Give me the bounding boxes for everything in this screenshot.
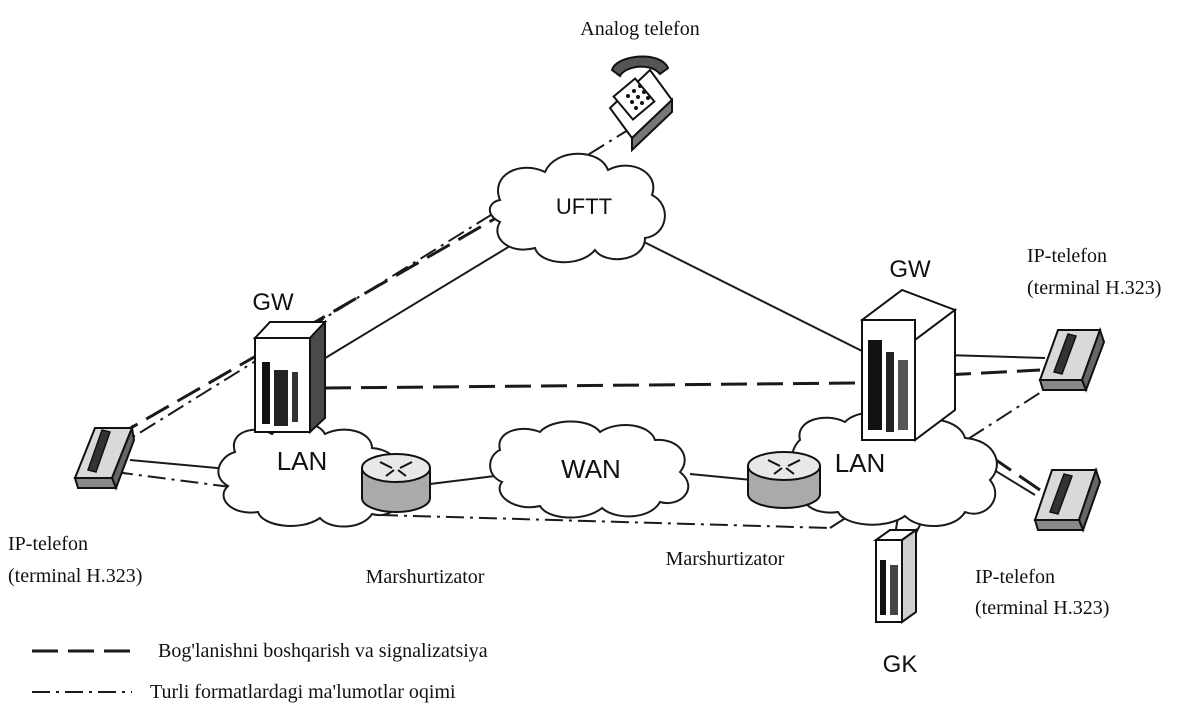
gateway-left-icon [252,319,328,435]
wan-cloud: WAN [489,420,690,519]
legend-dashdot-label: Turli formatlardagi ma'lumotlar oqimi [150,681,456,703]
lan-left-label: LAN [277,446,328,476]
ip-phone-right-bottom-label-2: (terminal H.323) [975,597,1109,619]
legend-dashed-label: Bog'lanishni boshqarish va signalizatsiy… [158,640,488,662]
ip-phone-right-top-icon [1038,326,1106,393]
wan-label: WAN [561,454,621,484]
analog-phone-label: Analog telefon [580,18,699,40]
ip-phone-left-icon [73,424,136,491]
ip-phone-right-bottom-label-1: IP-telefon [975,566,1055,588]
gatekeeper-icon [872,528,920,624]
ip-phone-left-label-1: IP-telefon [8,533,88,555]
analog-phone-icon [608,55,674,153]
ip-phone-right-top-label-1: IP-telefon [1027,245,1107,267]
ip-phone-left-label-2: (terminal H.323) [8,565,142,587]
uftt-cloud: UFTT [488,152,666,264]
gatekeeper-label: GK [883,651,918,678]
ip-phone-right-bottom-icon [1033,466,1102,533]
gateway-left-label: GW [252,289,294,316]
lan-right-label: LAN [835,448,886,478]
router-right-icon [747,451,821,509]
gateway-right-icon [859,288,958,442]
gateway-right-label: GW [889,256,931,283]
legend: Bog'lanishni boshqarish va signalizatsiy… [32,640,488,703]
router-left-icon [361,453,431,513]
ip-phone-right-top-label-2: (terminal H.323) [1027,277,1161,299]
uftt-label: UFTT [556,194,612,219]
router-right-label: Marshurtizator [666,548,785,570]
router-left-label: Marshurtizator [366,566,485,588]
